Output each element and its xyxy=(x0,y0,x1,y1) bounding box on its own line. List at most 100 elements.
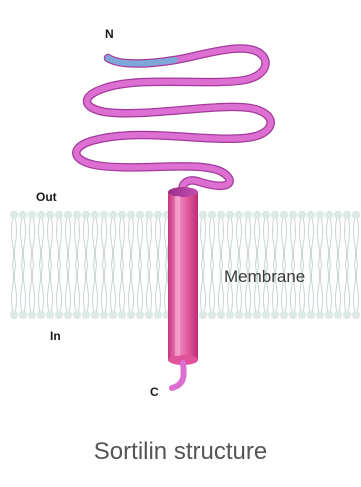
lipid-head xyxy=(307,211,315,219)
lipid-head xyxy=(271,211,279,219)
lipid-tail xyxy=(48,265,53,311)
lipid-head xyxy=(154,311,162,319)
lipid-head xyxy=(334,211,342,219)
transmembrane-helix xyxy=(168,187,198,365)
lipid-head xyxy=(316,311,324,319)
lipid-head xyxy=(289,311,297,319)
lipid-tail xyxy=(120,265,125,311)
lipid-tail xyxy=(147,219,152,265)
lipid-tail xyxy=(273,219,278,265)
c-terminus-label: C xyxy=(150,386,159,398)
lipid-head xyxy=(325,211,333,219)
lipid-tail xyxy=(66,265,71,311)
lipid-tail xyxy=(156,265,161,311)
lipid-tail xyxy=(219,219,224,265)
lipid-head xyxy=(55,211,63,219)
lipid-tail xyxy=(264,219,269,265)
lipid-head xyxy=(262,211,270,219)
lipid-head xyxy=(19,311,27,319)
lipid-head xyxy=(64,311,72,319)
lipid-head xyxy=(244,211,252,219)
lipid-head xyxy=(253,311,261,319)
lipid-tail xyxy=(75,219,80,265)
lipid-head xyxy=(127,311,135,319)
lipid-head xyxy=(352,211,360,219)
lipid-head xyxy=(208,311,216,319)
lipid-head xyxy=(145,311,153,319)
lipid-tail xyxy=(309,265,314,311)
lipid-tail xyxy=(21,219,26,265)
lipid-tail xyxy=(57,265,62,311)
lipid-head xyxy=(199,311,207,319)
lipid-head xyxy=(271,311,279,319)
lipid-tail xyxy=(120,219,125,265)
lipid-head xyxy=(316,211,324,219)
lipid-head xyxy=(118,211,126,219)
lipid-head xyxy=(82,211,90,219)
lipid-head xyxy=(127,211,135,219)
lipid-head xyxy=(28,311,36,319)
lipid-tail xyxy=(39,265,44,311)
lipid-tail xyxy=(309,219,314,265)
lipid-tail xyxy=(300,219,305,265)
lipid-head xyxy=(298,311,306,319)
lipid-tail xyxy=(66,219,71,265)
lipid-tail xyxy=(30,219,35,265)
lipid-tail xyxy=(336,219,341,265)
lipid-tail xyxy=(318,219,323,265)
lipid-head xyxy=(109,211,117,219)
lipid-head xyxy=(100,211,108,219)
membrane-label: Membrane xyxy=(224,268,305,285)
figure-caption: Sortilin structure xyxy=(0,440,361,464)
lipid-tail xyxy=(210,219,215,265)
lipid-head xyxy=(154,211,162,219)
lipid-tail xyxy=(84,265,89,311)
lipid-head xyxy=(73,311,81,319)
lipid-tail xyxy=(345,219,350,265)
lipid-tail xyxy=(354,219,359,265)
lipid-head xyxy=(10,311,18,319)
lipid-head xyxy=(46,311,54,319)
lipid-head xyxy=(217,211,225,219)
lipid-head xyxy=(307,311,315,319)
lipid-head xyxy=(208,211,216,219)
lipid-head xyxy=(91,311,99,319)
lipid-head xyxy=(10,211,18,219)
lipid-tail xyxy=(57,219,62,265)
protein-chain-outline xyxy=(76,48,270,192)
lipid-tail xyxy=(246,219,251,265)
lipid-tail xyxy=(21,265,26,311)
lipid-tail xyxy=(84,219,89,265)
lipid-tail xyxy=(93,265,98,311)
lipid-tail xyxy=(291,219,296,265)
lipid-tail xyxy=(111,219,116,265)
outside-label: Out xyxy=(36,191,57,203)
lipid-tail xyxy=(156,219,161,265)
lipid-head xyxy=(280,311,288,319)
lipid-head xyxy=(136,211,144,219)
lipid-tail xyxy=(138,219,143,265)
lipid-tail xyxy=(210,265,215,311)
lipid-head xyxy=(100,311,108,319)
lipid-tail xyxy=(282,219,287,265)
lipid-head xyxy=(91,211,99,219)
lipid-head xyxy=(136,311,144,319)
lipid-head xyxy=(28,211,36,219)
lipid-tail xyxy=(336,265,341,311)
lipid-head xyxy=(235,211,243,219)
lipid-tail xyxy=(102,265,107,311)
lipid-tail xyxy=(228,219,233,265)
lipid-head xyxy=(352,311,360,319)
lipid-tail xyxy=(255,219,260,265)
lipid-head xyxy=(343,211,351,219)
lipid-tail xyxy=(201,265,206,311)
lipid-head xyxy=(46,211,54,219)
lipid-tail xyxy=(30,265,35,311)
lipid-tail xyxy=(327,265,332,311)
lipid-tail xyxy=(147,265,152,311)
lipid-tail xyxy=(327,219,332,265)
lipid-tail xyxy=(219,265,224,311)
lipid-tail xyxy=(201,219,206,265)
lipid-head xyxy=(37,211,45,219)
lipid-head xyxy=(145,211,153,219)
